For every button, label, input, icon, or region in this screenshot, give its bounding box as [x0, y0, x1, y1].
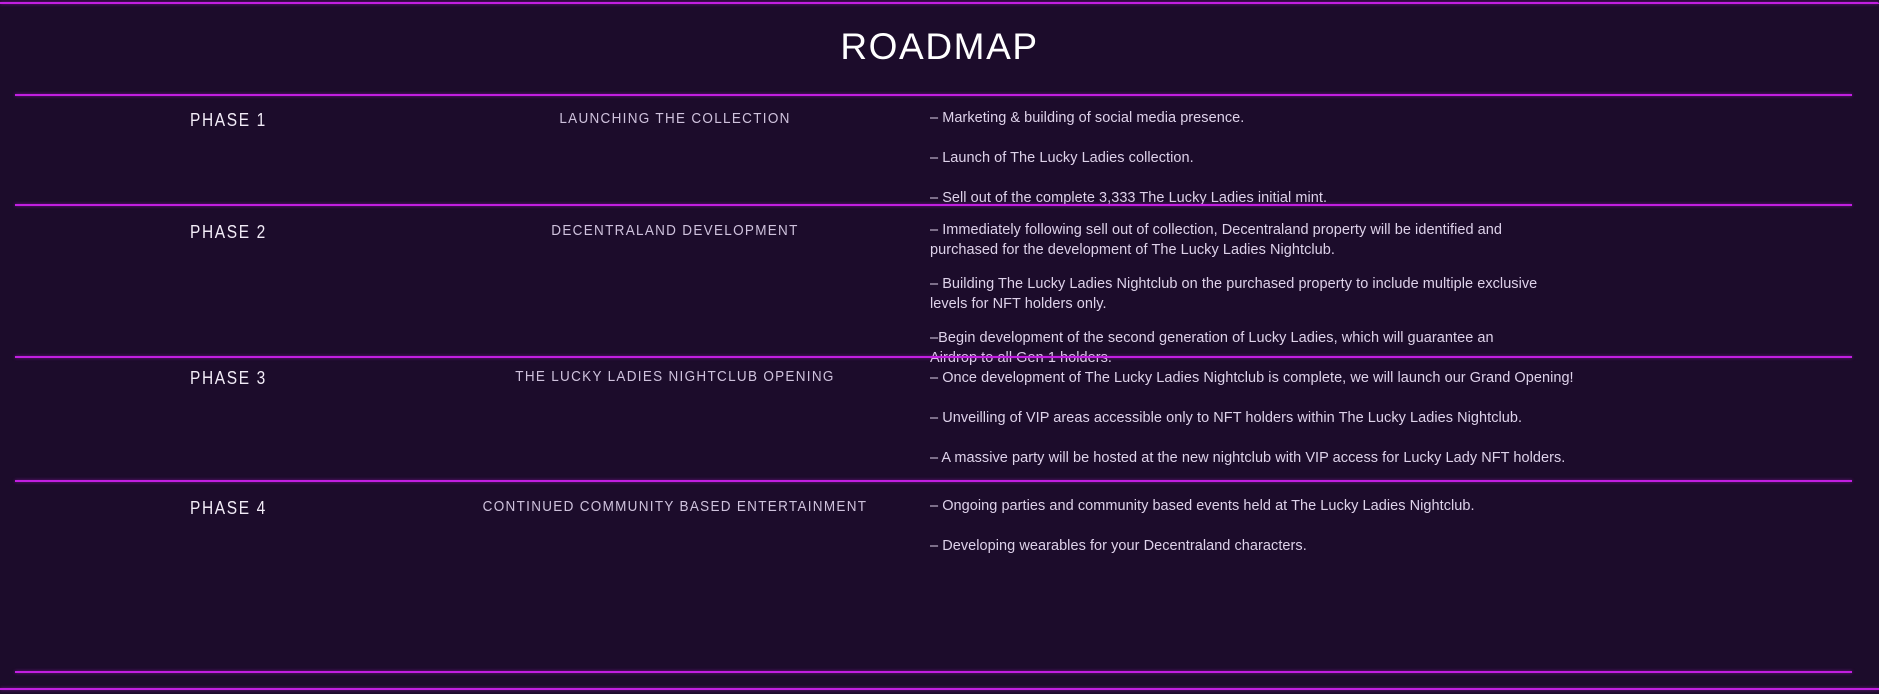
phase-label: PHASE 4: [190, 498, 267, 518]
bullet-item: –Begin development of the second generat…: [930, 330, 1494, 366]
phase-heading: DECENTRALAND DEVELOPMENT: [551, 222, 799, 239]
bullet-item: – Developing wearables for your Decentra…: [930, 538, 1307, 554]
phase-label: PHASE 1: [190, 110, 267, 130]
divider-top: [0, 2, 1879, 4]
phase-row: PHASE 1 LAUNCHING THE COLLECTION – Marke…: [0, 108, 1879, 208]
phase-bullets: – Once development of The Lucky Ladies N…: [930, 368, 1630, 468]
divider-bottom: [0, 688, 1879, 690]
phase-label-cell: PHASE 1: [0, 108, 420, 208]
phase-row: PHASE 2 DECENTRALAND DEVELOPMENT – Immed…: [0, 220, 1879, 382]
phase-heading-cell: CONTINUED COMMUNITY BASED ENTERTAINMENT: [420, 496, 930, 556]
bullet-item: – Building The Lucky Ladies Nightclub on…: [930, 276, 1538, 312]
phase-label-cell: PHASE 2: [0, 220, 420, 382]
phase-heading: CONTINUED COMMUNITY BASED ENTERTAINMENT: [482, 498, 868, 515]
bullet-item: – Unveilling of VIP areas accessible onl…: [930, 410, 1523, 426]
divider-above-phase-2: [15, 204, 1852, 206]
phase-label-cell: PHASE 4: [0, 496, 420, 556]
phase-row: PHASE 4 CONTINUED COMMUNITY BASED ENTERT…: [0, 496, 1879, 556]
divider-below-phase-4: [15, 671, 1852, 673]
page-title: ROADMAP: [840, 26, 1039, 67]
phase-heading: LAUNCHING THE COLLECTION: [559, 110, 791, 127]
phase-heading-cell: LAUNCHING THE COLLECTION: [420, 108, 930, 208]
divider-above-phase-1: [15, 94, 1852, 96]
phase-row: PHASE 3 THE LUCKY LADIES NIGHTCLUB OPENI…: [0, 368, 1879, 468]
phase-bullets: – Ongoing parties and community based ev…: [930, 496, 1630, 556]
divider-above-phase-4: [15, 480, 1852, 482]
phase-label: PHASE 2: [190, 222, 267, 242]
bullet-item: – A massive party will be hosted at the …: [930, 450, 1566, 466]
phase-heading-cell: DECENTRALAND DEVELOPMENT: [420, 220, 930, 382]
bullet-item: – Ongoing parties and community based ev…: [930, 498, 1475, 514]
bullet-item: – Once development of The Lucky Ladies N…: [930, 370, 1574, 386]
divider-above-phase-3: [15, 356, 1852, 358]
phase-bullets: – Marketing & building of social media p…: [930, 108, 1630, 208]
bullet-item: – Marketing & building of social media p…: [930, 110, 1245, 126]
phase-heading: THE LUCKY LADIES NIGHTCLUB OPENING: [515, 368, 835, 385]
phase-bullets: – Immediately following sell out of coll…: [930, 220, 1570, 382]
phase-label: PHASE 3: [190, 368, 267, 388]
phase-label-cell: PHASE 3: [0, 368, 420, 468]
bullet-item: – Immediately following sell out of coll…: [930, 222, 1503, 258]
bullet-item: – Launch of The Lucky Ladies collection.: [930, 150, 1194, 166]
phase-heading-cell: THE LUCKY LADIES NIGHTCLUB OPENING: [420, 368, 930, 468]
bullet-item: – Sell out of the complete 3,333 The Luc…: [930, 190, 1328, 206]
